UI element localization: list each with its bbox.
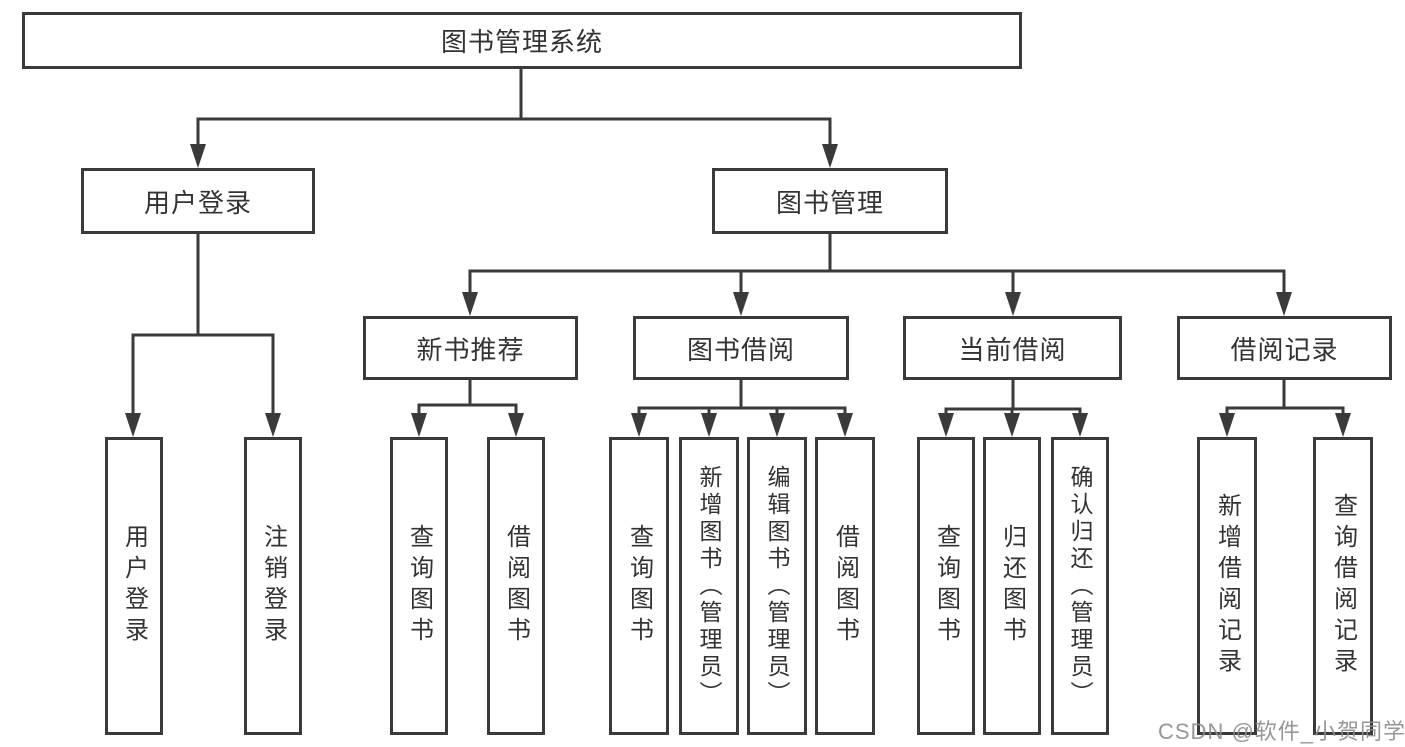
leaf-borrow-books-1: 借阅图书 xyxy=(487,437,545,735)
leaf-confirm-return-admin: 确认归还（管理员） xyxy=(1051,437,1109,735)
node-borrow-records: 借阅记录 xyxy=(1177,316,1392,380)
leaf-logout: 注销登录 xyxy=(244,437,302,735)
node-book-management: 图书管理 xyxy=(712,168,948,234)
leaf-query-books-3: 查询图书 xyxy=(917,437,975,735)
leaf-user-login: 用户登录 xyxy=(105,437,163,735)
node-root-system: 图书管理系统 xyxy=(22,12,1022,69)
leaf-add-borrow-record: 新增借阅记录 xyxy=(1197,437,1257,735)
node-current-borrow: 当前借阅 xyxy=(903,316,1122,380)
leaf-query-borrow-record: 查询借阅记录 xyxy=(1313,437,1373,735)
csdn-watermark: CSDN @软件_小贺同学 xyxy=(1158,719,1405,744)
arrow-down-icons xyxy=(125,144,1351,437)
connector-paths xyxy=(131,68,1345,416)
leaf-add-book-admin: 新增图书（管理员） xyxy=(679,437,739,735)
node-book-borrow: 图书借阅 xyxy=(633,316,849,380)
leaf-query-books-1: 查询图书 xyxy=(390,437,448,735)
leaf-borrow-books-2: 借阅图书 xyxy=(815,437,875,735)
leaf-return-book: 归还图书 xyxy=(983,437,1041,735)
node-user-login: 用户登录 xyxy=(81,168,315,234)
node-new-book-recommend: 新书推荐 xyxy=(363,316,578,380)
leaf-query-books-2: 查询图书 xyxy=(609,437,669,735)
leaf-edit-book-admin: 编辑图书（管理员） xyxy=(747,437,807,735)
